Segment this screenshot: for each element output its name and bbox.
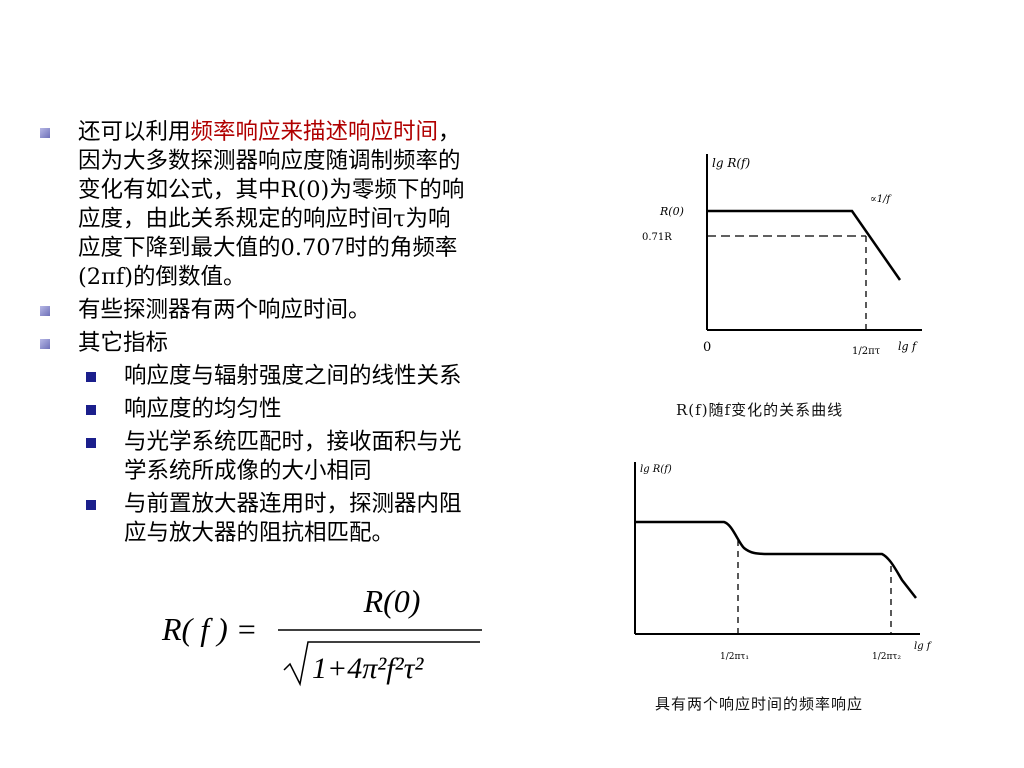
chart1-caption: R(f)随f变化的关系曲线 bbox=[676, 401, 844, 419]
chart2-tick1-label: 1/2πτ₁ bbox=[720, 652, 749, 662]
sub-bullet-text: 应与放大器的阻抗相匹配。 bbox=[124, 520, 395, 546]
chart2-tick2-label: 1/2πτ₂ bbox=[872, 652, 901, 662]
bullet-line: 应度，由此关系规定的响应时间τ为响 bbox=[78, 206, 451, 232]
bullet-square-icon bbox=[40, 128, 50, 138]
formula-numerator: R(0) bbox=[363, 583, 421, 619]
chart1-xlabel: lg f bbox=[898, 340, 918, 353]
sub-bullet-text: 响应度的均匀性 bbox=[124, 396, 282, 422]
sub-bullet-uniformity: 响应度的均匀性 bbox=[86, 395, 580, 424]
bullet-square-icon bbox=[40, 306, 50, 316]
bullet-line: 因为大多数探测器响应度随调制频率的 bbox=[78, 148, 461, 174]
sub-bullet-text: 与前置放大器连用时，探测器内阻 bbox=[124, 491, 462, 517]
chart2-ylabel: lg R(f) bbox=[640, 464, 672, 475]
sub-bullet-optical-matching: 与光学系统匹配时，接收面积与光 学系统所成像的大小相同 bbox=[86, 428, 580, 486]
chart1-level-label: 0.71R bbox=[642, 232, 672, 243]
bullet-line: 还可以利用频率响应来描述响应时间， bbox=[78, 118, 580, 147]
bullet-line: (2πf)的倒数值。 bbox=[78, 264, 246, 290]
sub-bullet-square-icon bbox=[86, 500, 96, 510]
bullet-other-metrics: 其它指标 bbox=[40, 329, 580, 358]
chart1-origin-label: 0 bbox=[703, 340, 711, 355]
chart-two-response: lg R(f) 1/2πτ₁ 1/2πτ₂ lg f bbox=[634, 462, 933, 662]
bullet-square-icon bbox=[40, 339, 50, 349]
bullet-frequency-response: 还可以利用频率响应来描述响应时间， 因为大多数探测器响应度随调制频率的 变化有如… bbox=[40, 118, 580, 292]
chart1-r0-label: R(0) bbox=[659, 205, 684, 218]
formula: R( f ) = R(0) 1+4π²f²τ² bbox=[160, 580, 500, 690]
bullet-line: 变化有如公式，其中R(0)为零频下的响 bbox=[78, 177, 465, 203]
chart1-curve bbox=[707, 209, 902, 281]
bullet-text: 其它指标 bbox=[78, 330, 169, 356]
sub-bullet-square-icon bbox=[86, 405, 96, 415]
sub-bullet-linearity: 响应度与辐射强度之间的线性关系 bbox=[86, 362, 580, 391]
chart1-slope-label: ∝1/f bbox=[870, 194, 892, 205]
sub-bullet-text: 与光学系统匹配时，接收面积与光 bbox=[124, 429, 462, 455]
sub-bullet-square-icon bbox=[86, 438, 96, 448]
sub-bullet-text: 学系统所成像的大小相同 bbox=[124, 458, 372, 484]
bullet-line: 应度下降到最大值的0.707时的角频率 bbox=[78, 235, 458, 261]
chart1-tick-label: 1/2πτ bbox=[852, 346, 881, 357]
formula-svg: R( f ) = R(0) 1+4π²f²τ² bbox=[161, 583, 482, 687]
text: 还可以利用 bbox=[78, 119, 191, 145]
chart2-xlabel: lg f bbox=[914, 641, 933, 652]
formula-lhs: R( f ) = bbox=[161, 611, 257, 647]
bullet-text: 有些探测器有两个响应时间。 bbox=[78, 297, 371, 323]
formula-denominator: 1+4π²f²τ² bbox=[312, 652, 424, 685]
highlight-text: 频率响应来描述响应时间 bbox=[190, 119, 439, 145]
chart-single-response: lg R(f) R(0) 0.71R ∝1/f 0 1/2πτ lg f bbox=[642, 154, 922, 357]
bullet-two-response-times: 有些探测器有两个响应时间。 bbox=[40, 296, 580, 325]
sub-bullet-text: 响应度与辐射强度之间的线性关系 bbox=[124, 363, 462, 389]
bullet-list: 还可以利用频率响应来描述响应时间， 因为大多数探测器响应度随调制频率的 变化有如… bbox=[40, 118, 580, 552]
chart2-curve bbox=[635, 520, 917, 599]
sub-bullet-impedance-matching: 与前置放大器连用时，探测器内阻 应与放大器的阻抗相匹配。 bbox=[86, 490, 580, 548]
chart2-caption: 具有两个响应时间的频率响应 bbox=[655, 695, 864, 713]
sub-bullet-square-icon bbox=[86, 372, 96, 382]
text: ， bbox=[438, 119, 461, 145]
chart1-ylabel: lg R(f) bbox=[712, 156, 750, 170]
sqrt-sign bbox=[283, 641, 480, 687]
